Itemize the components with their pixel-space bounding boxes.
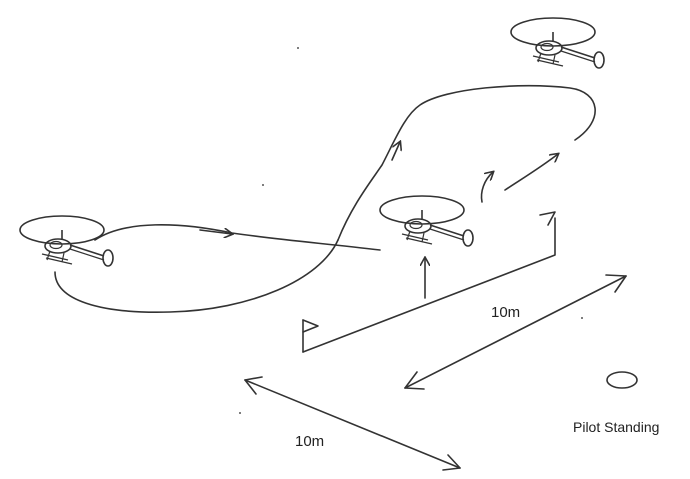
flight-path-lower-loop	[54, 239, 339, 313]
helicopter-left-icon	[19, 215, 114, 267]
pilot-position-icon	[606, 371, 638, 389]
speck	[297, 47, 299, 49]
helicopter-center-icon	[379, 195, 474, 247]
distance-label-lower: 10m	[295, 433, 324, 450]
ground-line	[302, 217, 556, 353]
speck	[581, 317, 583, 319]
flight-path-left-arrow	[199, 230, 232, 234]
flag-right-icon	[539, 211, 556, 226]
flag-left-icon	[302, 319, 319, 333]
speck	[239, 412, 241, 414]
distance-arrow-diagonal	[404, 274, 627, 390]
speck	[262, 184, 264, 186]
distance-label-diagonal: 10m	[491, 304, 520, 321]
helicopter-top-right-icon	[510, 17, 605, 69]
flight-path-upper-loop	[337, 84, 596, 241]
turn-arrow	[480, 172, 493, 203]
distance-arrow-lower	[244, 376, 461, 471]
flight-path-right-arrow	[504, 154, 558, 191]
pilot-label: Pilot Standing	[573, 419, 659, 435]
flight-path-left-top	[94, 223, 381, 251]
flight-path-upper-loop-arrow	[391, 142, 400, 161]
